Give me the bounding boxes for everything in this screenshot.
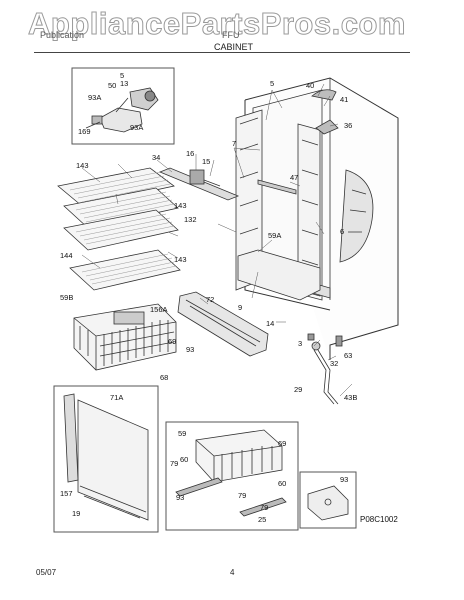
callout: 156A	[150, 305, 168, 314]
callout: 19	[72, 509, 80, 518]
callout: 132	[184, 215, 197, 224]
callout: 3	[298, 339, 302, 348]
watermark: AppliancePartsPros.com	[28, 6, 406, 42]
callout: 14	[266, 319, 274, 328]
callout: 36	[344, 121, 352, 130]
callout: 43B	[344, 393, 357, 402]
callout: 47	[290, 173, 298, 182]
callout: 15	[202, 157, 210, 166]
lower-basket	[73, 303, 177, 371]
leader-lines	[81, 83, 353, 397]
callout: 59	[178, 429, 186, 438]
callout: 143	[174, 201, 187, 210]
callout: 60	[180, 455, 188, 464]
callout: 32	[330, 359, 338, 368]
callout: 79	[260, 503, 268, 512]
callout: 71A	[110, 393, 123, 402]
bracket-detail-box	[299, 471, 357, 529]
callout: 79	[170, 459, 178, 468]
callout: 79	[238, 491, 246, 500]
page-title: CABINET	[214, 42, 254, 52]
drain-tube	[311, 341, 339, 405]
light-bracket	[158, 167, 240, 201]
callout: 143	[174, 255, 187, 264]
callout: 63	[344, 351, 352, 360]
callout: 9	[238, 303, 242, 312]
callout: 6	[340, 227, 344, 236]
cabinet-body	[235, 77, 399, 360]
callout: 68	[160, 373, 168, 382]
door-panel-box	[53, 385, 159, 533]
callout: 93A	[130, 123, 143, 132]
callout: 16	[186, 149, 194, 158]
callout: 144	[60, 251, 73, 260]
callout: 7	[232, 139, 236, 148]
callout: 25	[258, 515, 266, 524]
footer-page-number: 4	[230, 568, 235, 577]
callout: 157	[60, 489, 73, 498]
callout-labels: 5 13 50 93A 169 93A 40 41 36 5 7 16 15 3…	[60, 71, 357, 524]
inset-switch-detail	[71, 67, 175, 145]
callout: 50	[108, 81, 116, 90]
callout: 143	[76, 161, 89, 170]
callout: 40	[306, 81, 314, 90]
header-rule	[34, 52, 410, 53]
callout: 93	[186, 345, 194, 354]
callout: 41	[340, 95, 348, 104]
callout: 93	[340, 475, 348, 484]
callout: 34	[152, 153, 160, 162]
shelf-wires	[69, 171, 177, 285]
callout: 5	[270, 79, 274, 88]
header-section-mid: FFU	[222, 30, 240, 40]
callout: 169	[78, 127, 91, 136]
callout: 13	[120, 79, 128, 88]
header-section-left: Publication	[40, 30, 85, 40]
callout: 59A	[268, 231, 281, 240]
callout: 69	[278, 439, 286, 448]
callout: 93	[176, 493, 184, 502]
callout: 5	[120, 71, 124, 80]
diagram-code: P08C1002	[360, 515, 398, 524]
callout: 69	[168, 337, 176, 346]
toe-grille	[177, 291, 269, 357]
basket-detail-box	[165, 421, 299, 531]
wire-shelves	[57, 167, 181, 291]
callout: 59B	[60, 293, 73, 302]
footer-date: 05/07	[36, 568, 57, 577]
callout: 72	[206, 295, 214, 304]
callout: 93A	[88, 93, 101, 102]
callout: 29	[294, 385, 302, 394]
callout: 60	[278, 479, 286, 488]
